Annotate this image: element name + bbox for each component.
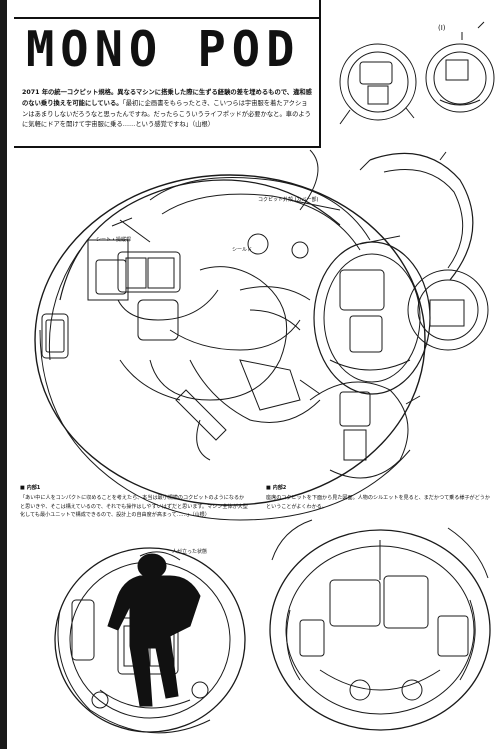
annotation-pilot: 人が立った状態 (172, 549, 208, 555)
caption-interior-1: 内部1 「あい中に人をコンパクトに収めることを考えたら、本当は最小規模のコクピッ… (20, 484, 248, 520)
caption-interior-2: 内部2 座席のコクピットを下面から見た図面。人物のシルエットを見ると、まだかつて… (266, 484, 490, 511)
sketch-small-pods (340, 22, 494, 124)
caption-interior-1-heading: 内部1 (20, 484, 248, 492)
annotation-left-pod: シート・操縦桿 (96, 237, 132, 243)
sketch-main-pod (35, 150, 425, 520)
sketch-pod-bottom-right (270, 520, 490, 730)
sketch-pod-lower-right (300, 380, 420, 478)
page-spine (0, 0, 7, 749)
caption-interior-1-body: 「あい中に人をコンパクトに収めることを考えたら、本当は最小規模のコクピットのよう… (20, 495, 248, 519)
intro-lead: 2071 年の統一コクピット規格。異なるマシンに搭乗した際に生ずる経験の差を埋め… (22, 89, 312, 107)
intro-text: 2071 年の統一コクピット規格。異なるマシンに搭乗した際に生ずる経験の差を埋め… (22, 88, 312, 131)
annotation-top-sketch: コクピット外殻 (カバー部) (258, 197, 319, 203)
caption-interior-2-body: 座席のコクピットを下面から見た図面。人物のシルエットを見ると、まだかつて乗る様子… (266, 495, 490, 510)
page-title: MONO POD (26, 20, 301, 79)
header-frame (14, 0, 321, 148)
sketch-exploded-pod (290, 152, 488, 394)
caption-interior-2-heading: 内部2 (266, 484, 490, 492)
pilot-silhouette (108, 554, 200, 706)
intro-quote: 「最初に企画書をもらったとき、こいつらは宇宙服を着たアクションはあまりしないだろ… (22, 99, 311, 129)
page-number: (I) (438, 24, 446, 32)
header-rule (14, 17, 319, 19)
annotation-center-pod: シールド (232, 247, 253, 253)
